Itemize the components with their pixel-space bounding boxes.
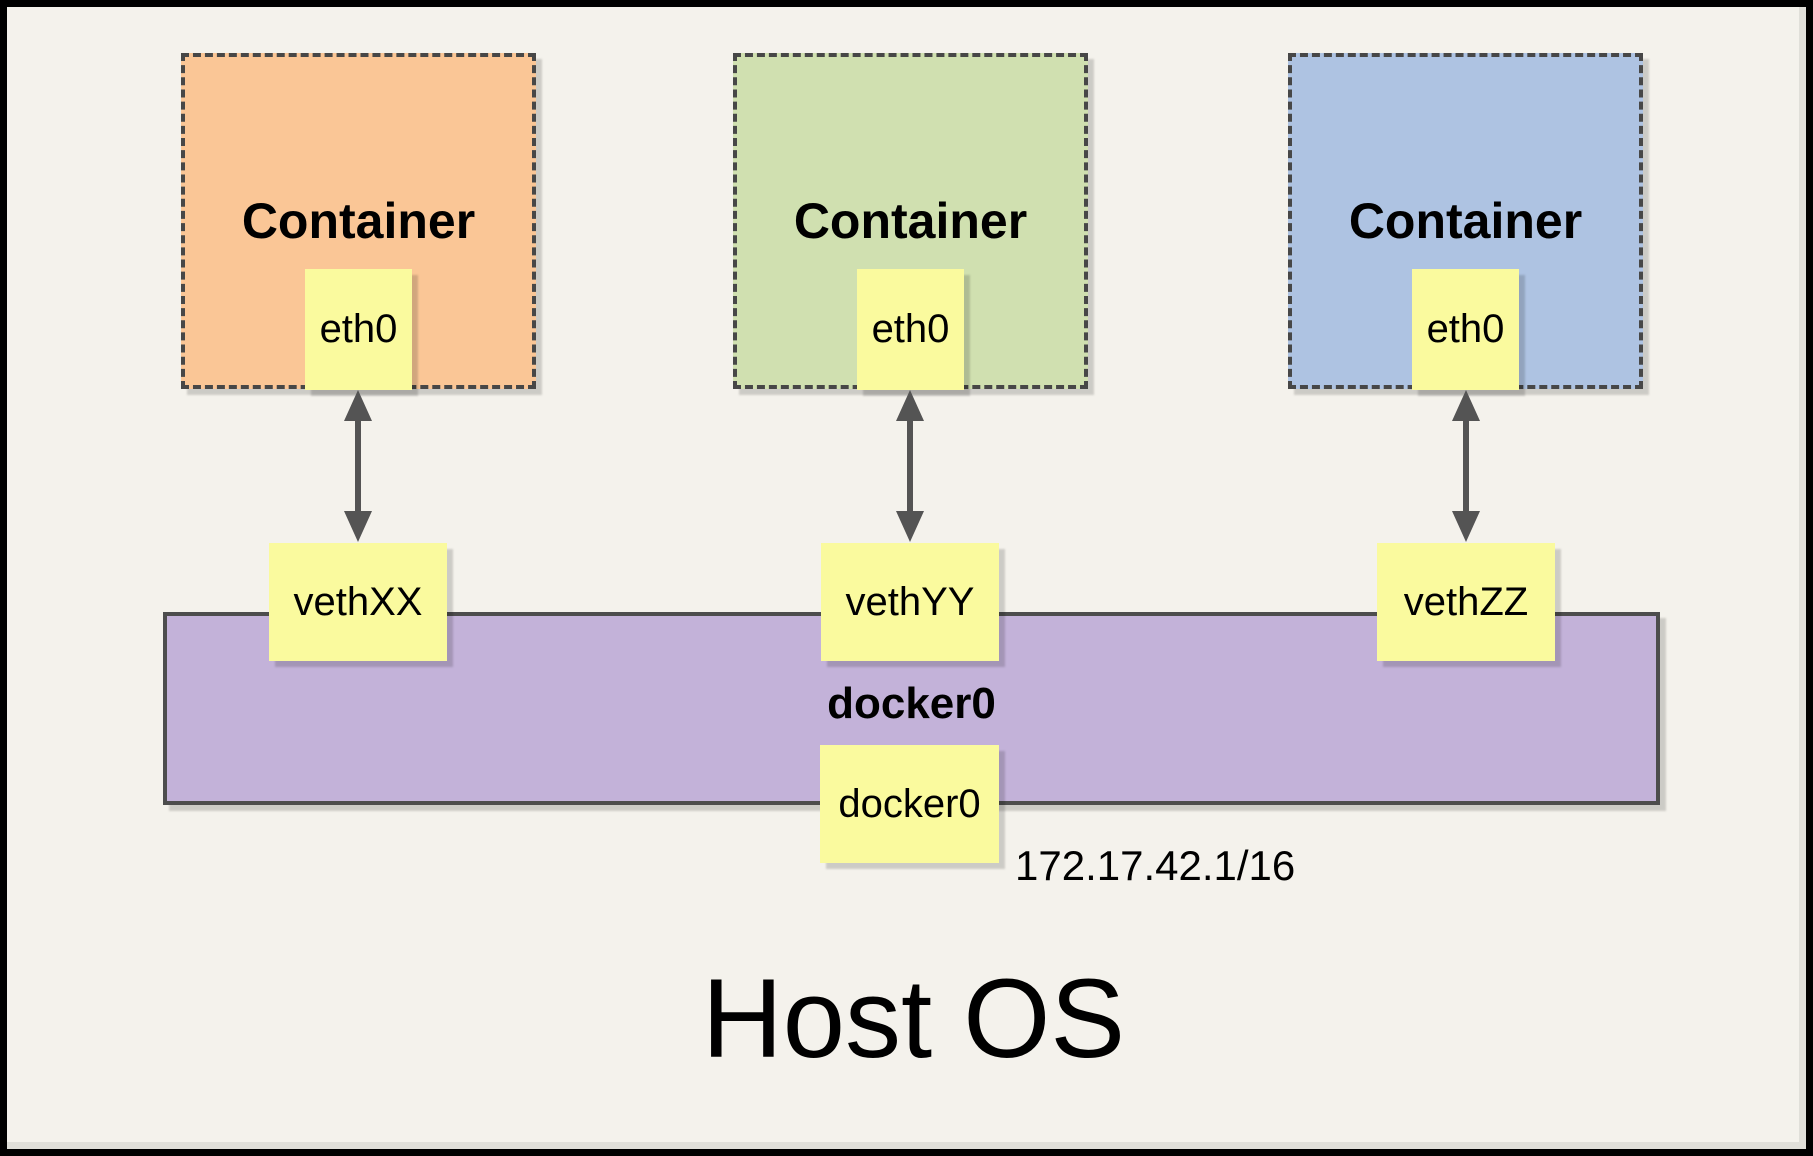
container-title: Container [1348, 193, 1583, 249]
eth0-label: eth0 [871, 307, 950, 351]
eth0-interface-box: eth0 [1412, 269, 1519, 390]
host-os-label: Host OS [701, 956, 1126, 1081]
container-title: Container [793, 193, 1028, 249]
veth-interface-box: vethXX [269, 543, 447, 661]
bidirectional-arrow-icon [896, 390, 924, 542]
eth0-interface-box: eth0 [857, 269, 964, 390]
eth0-label: eth0 [319, 307, 398, 351]
veth-interface-box: vethZZ [1377, 543, 1555, 661]
docker0-bridge-title: docker0 [827, 679, 996, 728]
container-box-3: Container eth0 [1288, 53, 1643, 390]
container-box-1: Container eth0 [181, 53, 536, 390]
docker0-interface-box: docker0 [820, 745, 999, 863]
bidirectional-arrow-icon [1452, 390, 1480, 542]
veth-label: vethZZ [1403, 579, 1529, 624]
bridge-ip-address: 172.17.42.1/16 [1015, 842, 1296, 889]
container-box-2: Container eth0 [733, 53, 1088, 390]
eth0-interface-box: eth0 [305, 269, 412, 390]
container-title: Container [241, 193, 476, 249]
veth-interface-box: vethYY [821, 543, 999, 661]
veth-label: vethYY [845, 579, 975, 624]
eth0-label: eth0 [1426, 307, 1505, 351]
bidirectional-arrow-icon [344, 390, 372, 542]
docker0-label: docker0 [838, 781, 981, 826]
veth-label: vethXX [293, 579, 423, 624]
